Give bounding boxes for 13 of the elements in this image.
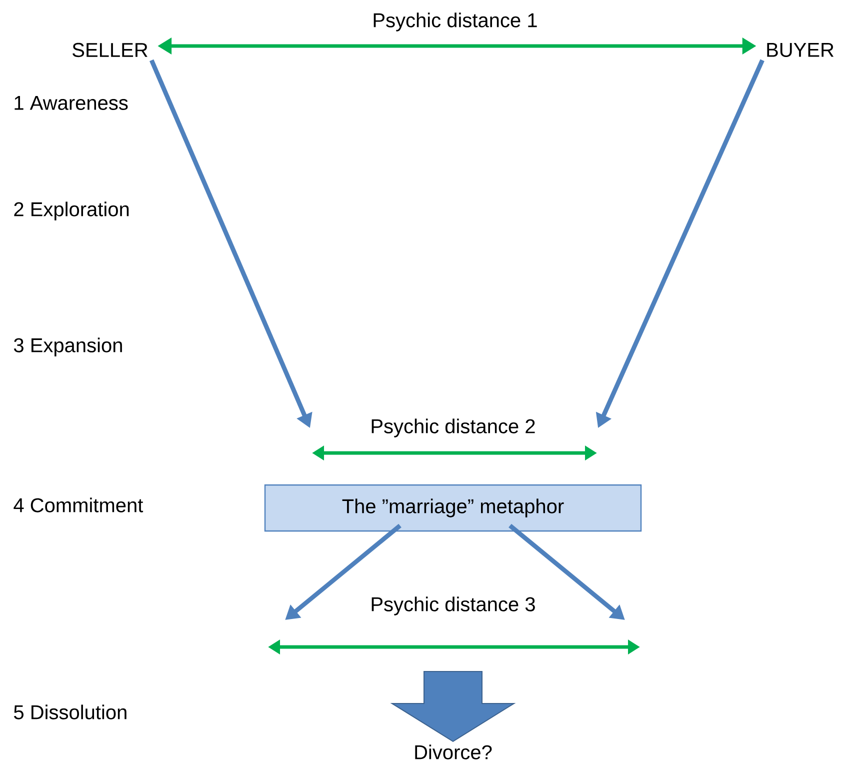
distance-label: Psychic distance 2	[372, 418, 535, 438]
block-arrow	[390, 670, 516, 742]
stage-label: 4 Commitment	[14, 498, 144, 512]
metaphor-box: The ”marriage” metaphor	[264, 484, 642, 532]
stage-label: 2 Exploration	[14, 202, 129, 220]
party-label: SELLER	[72, 42, 148, 58]
edge-label: Psychic distance 1	[374, 12, 537, 32]
distance-label: Psychic distance 3	[372, 596, 535, 616]
stage-label: 3 Expansion	[14, 338, 122, 356]
stage-label: 5 Dissolution	[14, 704, 126, 720]
outcome-label: Divorce?	[415, 744, 492, 760]
stage-label: 1 Awareness	[14, 96, 128, 110]
party-label: BUYER	[767, 43, 834, 57]
